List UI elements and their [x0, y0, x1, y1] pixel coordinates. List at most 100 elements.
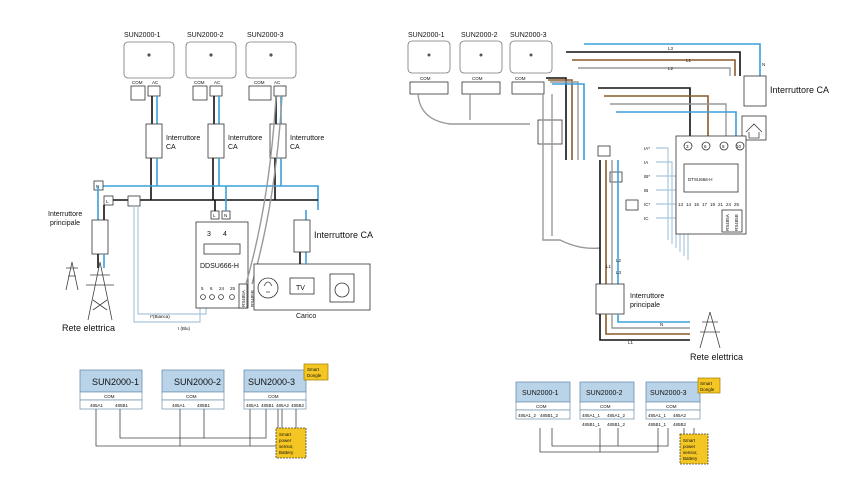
sensor-line2: power — [279, 438, 292, 443]
rsensor-line3: sensor, — [683, 450, 698, 455]
right-smart-power-sensor — [679, 433, 709, 465]
main-l3-label: L3 — [616, 270, 622, 275]
meter-t19: 19 — [710, 202, 716, 207]
com-label: COM — [132, 80, 143, 85]
right-smart-dongle — [697, 377, 721, 394]
lamp-icon — [257, 277, 279, 299]
sensor-line4: Battery — [279, 450, 294, 455]
meter-t24: 24 — [726, 202, 732, 207]
meter-terminal-5: 5 — [201, 286, 204, 291]
right-meter-rs485b: RS485B — [734, 214, 739, 231]
rdongle-line2: Dongle — [700, 387, 715, 392]
smart-dongle — [303, 363, 329, 381]
rbus2-port-3: 485B1_1 — [582, 422, 601, 427]
grid-label: Rete elettrica — [62, 323, 115, 333]
bus-l1-label: L1 — [686, 58, 692, 63]
dongle-line1: Smart — [307, 367, 320, 372]
ct-sensor-a-icon — [597, 145, 611, 157]
meter-t3: 3 — [686, 144, 689, 149]
right-ac-switch-label: Interruttore CA — [770, 85, 829, 95]
ct-ib: IB — [644, 188, 648, 193]
inverter-led-icon — [479, 53, 483, 57]
bus-inverter-3-label: SUN2000-3 — [248, 377, 295, 387]
ct-ib-star: IB* — [644, 174, 650, 179]
right-main-switch-label-2: principale — [630, 302, 660, 309]
bus3-port-4: 485B2 — [291, 403, 305, 408]
tv-label: TV — [296, 285, 305, 292]
ac-switch-label-line2: CA — [228, 144, 238, 151]
ct-ic: IC — [644, 216, 649, 221]
inverter-led-icon — [269, 53, 273, 57]
rbus2-port-1: 485A1_1 — [582, 413, 601, 418]
load-ac-switch — [293, 219, 311, 253]
ac-label: AC — [152, 80, 159, 85]
left-rs485-bus: SUN2000-1 COM 485A1 485B1 SUN2000-2 COM … — [79, 363, 329, 459]
ct-sensor-icon — [127, 195, 141, 207]
ac-label: AC — [274, 80, 281, 85]
smart-power-sensor — [275, 427, 307, 459]
main-switch-label-1: Interruttore — [48, 211, 82, 218]
bus-inverter-1-label: SUN2000-1 — [92, 377, 139, 387]
tv-icon — [289, 277, 315, 295]
left-inverter-3 — [245, 41, 297, 79]
com-label: COM — [472, 76, 483, 81]
meter-terminal-3: 3 — [207, 231, 211, 238]
rbus1-port-2: 485B1_2 — [540, 413, 559, 418]
dongle-line2: Dongle — [307, 373, 322, 378]
inverter-3phase-switch — [537, 119, 563, 145]
rdongle-line1: Smart — [700, 381, 713, 386]
grid-tower-icon — [86, 261, 114, 321]
rsensor-line2: power — [683, 444, 696, 449]
meter-t6: 6 — [704, 144, 707, 149]
meter-n-label: N — [224, 213, 227, 218]
right-inverter-1-label: SUN2000-1 — [408, 32, 445, 39]
ct-sensor-b-icon — [609, 171, 623, 183]
right-main-switch — [595, 283, 625, 315]
meter-terminal-24: 24 — [219, 286, 225, 291]
ac-switch-inv1 — [145, 123, 163, 159]
right-three-phase-diagram: SUN2000-1 SUN2000-2 SUN2000-3 COM COM CO… — [407, 32, 829, 362]
meter-t17: 17 — [702, 202, 708, 207]
inverter-led-icon — [147, 53, 151, 57]
meter-t14: 14 — [686, 202, 692, 207]
grid-n-label: N — [660, 322, 663, 327]
right-grid-tower-icon — [699, 311, 721, 349]
ac-switch-label-line1: Interruttore — [228, 135, 262, 142]
inverter-led-icon — [529, 53, 533, 57]
meter-t13: 13 — [678, 202, 684, 207]
sensor-line1: Smart — [279, 432, 292, 437]
meter-t21: 21 — [718, 202, 724, 207]
rbus2-port-2: 485A1_2 — [607, 413, 626, 418]
right-meter-name: DTSU666-H — [688, 177, 713, 182]
bus3-port-3: 485A2 — [276, 403, 290, 408]
ct-blue-label: I (Blu) — [178, 326, 191, 331]
left-inverter-3-label: SUN2000-3 — [247, 32, 284, 39]
inverter-led-icon — [209, 53, 213, 57]
ac-switch-inv2 — [207, 123, 225, 159]
left-single-phase-diagram: SUN2000-1 SUN2000-2 SUN2000-3 COM AC COM… — [48, 32, 373, 333]
left-inverter-2-label: SUN2000-2 — [187, 32, 224, 39]
com-label: COM — [420, 76, 431, 81]
ct-ic-star: IC* — [644, 202, 651, 207]
sensor-line3: sensor, — [279, 444, 294, 449]
meter-name: DDSU666-H — [200, 263, 239, 270]
bus3-port-2: 485B1 — [261, 403, 275, 408]
bus3-port-1: 485A1 — [246, 403, 260, 408]
bus-com-label: COM — [104, 394, 115, 399]
right-meter-rs485a: RS485A — [725, 214, 730, 231]
ac-switch-label-line2: CA — [166, 144, 176, 151]
bus2-port-b: 485B1 — [197, 403, 211, 408]
rbus-inverter-2-label: SUN2000-2 — [586, 390, 623, 397]
meter-rs485a: RS485A — [241, 290, 246, 307]
meter-t16: 16 — [694, 202, 700, 207]
meter-terminal-25: 25 — [230, 286, 236, 291]
rbus3-port-1: 485A1_1 — [648, 413, 667, 418]
small-tower-icon — [65, 261, 79, 291]
right-inverter-2-label: SUN2000-2 — [461, 32, 498, 39]
ac-label: AC — [214, 80, 221, 85]
com-label: COM — [194, 80, 205, 85]
bus1-port-a: 485A1 — [90, 403, 104, 408]
rbus-inverter-3-label: SUN2000-3 — [650, 390, 687, 397]
right-main-switch-label-1: Interruttore — [630, 293, 664, 300]
